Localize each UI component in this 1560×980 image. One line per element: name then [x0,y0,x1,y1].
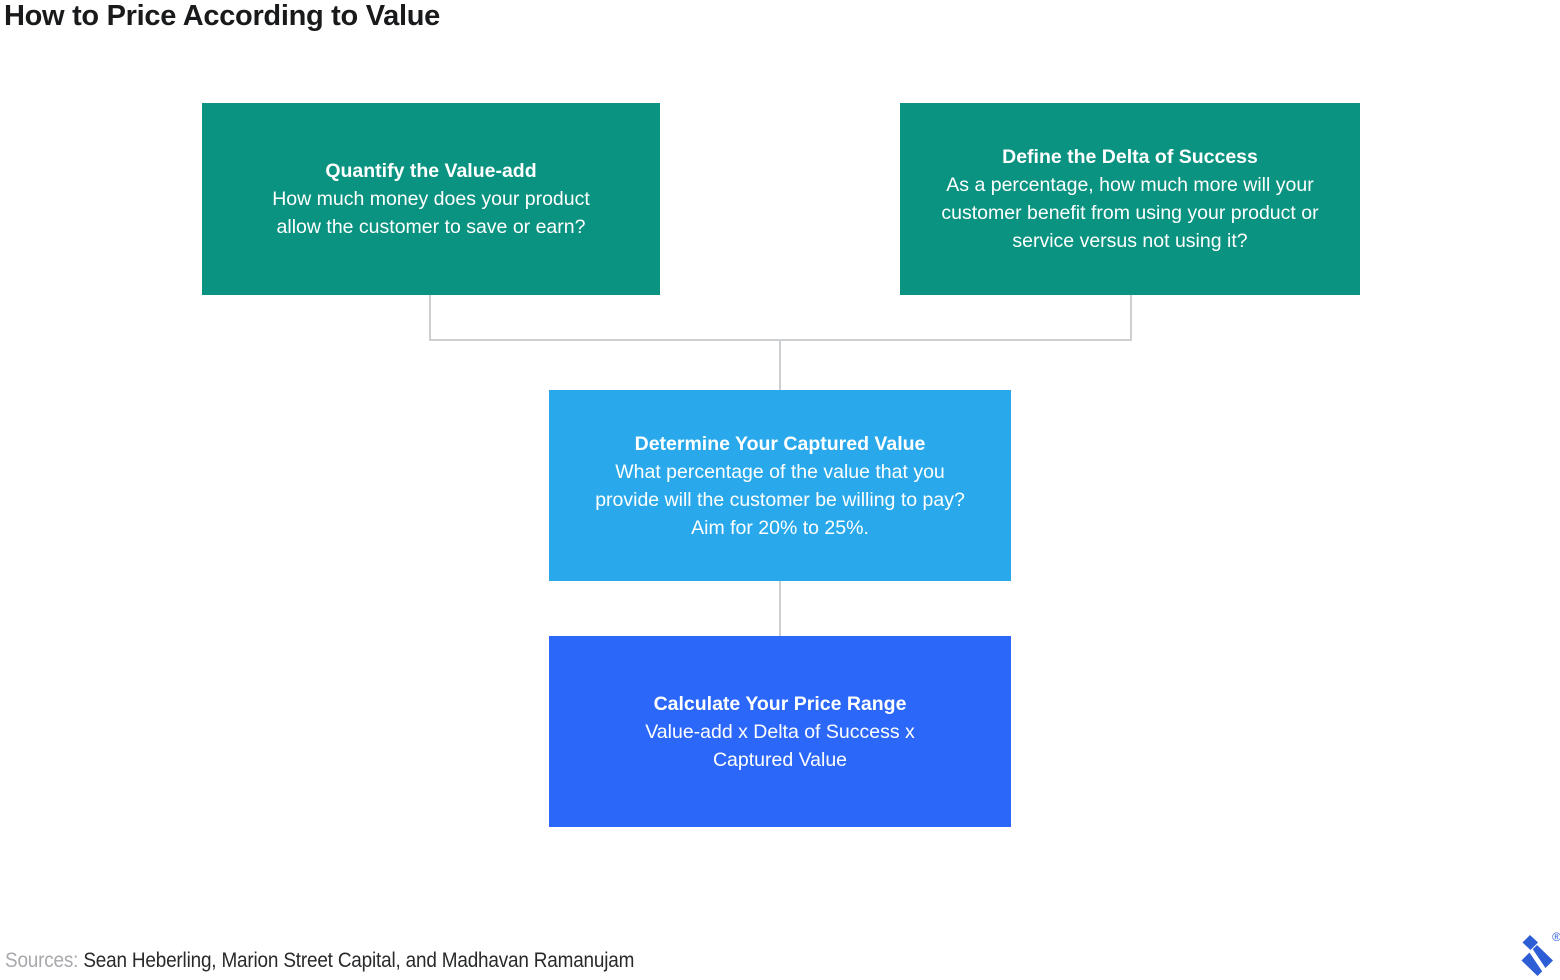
toptal-logo-icon [1521,935,1553,976]
node-heading: Calculate Your Price Range [653,692,907,715]
flow-node-determine-captured-value: Determine Your Captured Value What perce… [549,390,1011,581]
sources-line: Sources: Sean Heberling, Marion Street C… [5,948,634,973]
node-body: Value-add x Delta of Success x Captured … [645,720,915,771]
toptal-logo: ® [1519,930,1560,978]
node-heading: Determine Your Captured Value [634,432,926,455]
node-heading: Quantify the Value-add [325,160,537,182]
connector-line-left-vertical [429,295,431,340]
connector-line-middle-lower [779,581,781,636]
flow-node-quantify-value-add: Quantify the Value-add How much money do… [202,103,660,295]
node-body: As a percentage, how much more will your… [941,174,1319,252]
node-body: What percentage of the value that you pr… [595,460,965,539]
connector-line-right-vertical [1130,295,1132,340]
page-title: How to Price According to Value [4,0,440,32]
sources-label: Sources: [5,948,79,972]
node-body: How much money does your product allow t… [272,188,590,238]
registered-trademark-symbol: ® [1552,930,1560,944]
flow-node-define-delta-of-success: Define the Delta of Success As a percent… [900,103,1360,295]
sources-text: Sean Heberling, Marion Street Capital, a… [78,948,635,972]
node-heading: Define the Delta of Success [1002,146,1258,168]
flow-node-calculate-price-range: Calculate Your Price Range Value-add x D… [549,636,1011,827]
connector-line-middle-upper [779,340,781,390]
